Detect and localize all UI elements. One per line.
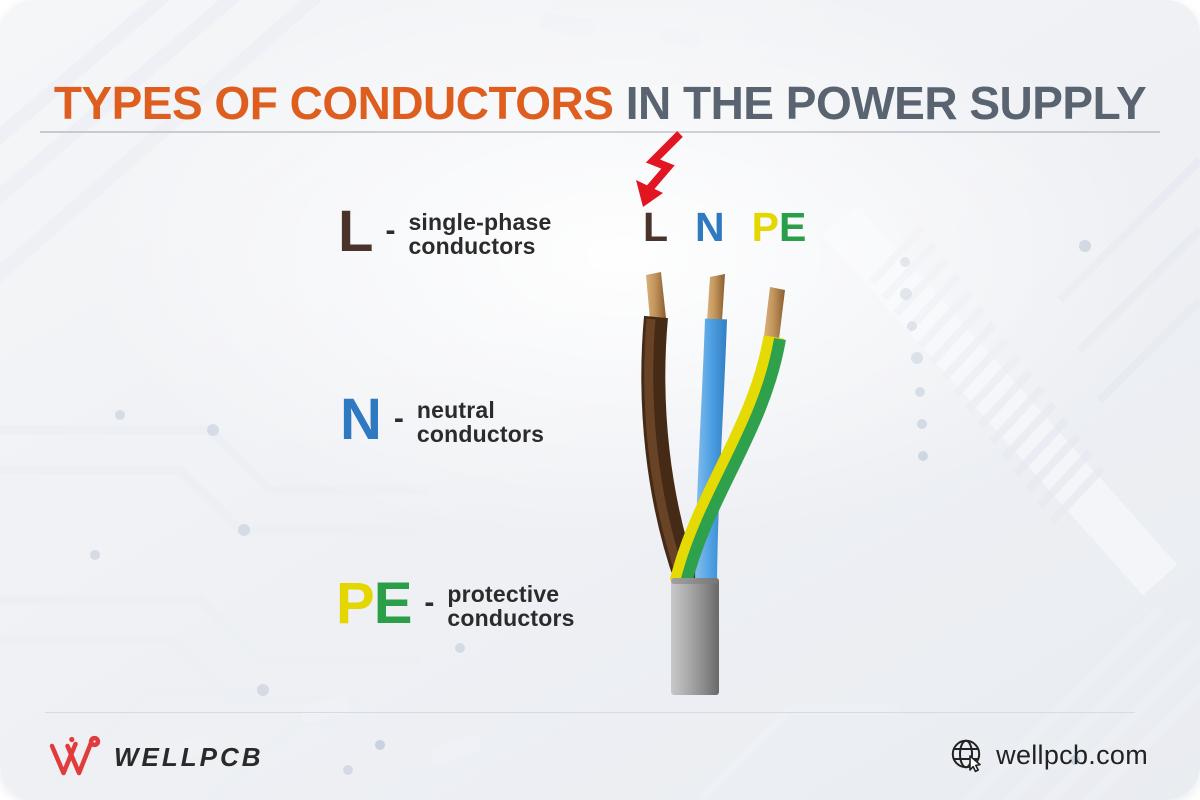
legend-desc-n-line2: conductors [416,421,545,448]
website-block: wellpcb.com [949,737,1148,773]
legend-item-n: N - neutral conductors [340,387,544,452]
website-link[interactable]: wellpcb.com [996,739,1148,770]
legend-dash: - [424,586,435,619]
page-title-rest: IN THE POWER SUPPLY [613,77,1147,129]
title-underline [40,131,1160,133]
brand-logo: WELLPCB [46,733,264,781]
wire-blue-n [695,274,727,583]
cable-sheath [671,578,719,695]
wire-brown-l [641,272,699,586]
legend-symbol-e: E [373,571,413,636]
cable-illustration [641,272,786,695]
legend-desc-n: neutral conductors [417,398,544,447]
legend-dash: - [393,402,404,435]
legend-desc-pe-line1: protective [447,581,560,607]
wire-label-n: N [695,204,725,250]
wire-labels: L N PE [643,207,806,248]
legend-desc-l-line2: conductors [408,233,536,260]
wire-label-pe: PE [752,207,807,248]
legend-desc-n-line1: neutral [416,397,495,423]
legend-desc-pe: protective conductors [447,582,574,631]
wire-label-l: L [643,204,669,250]
wellpcb-w-mark-icon [49,735,101,776]
legend-desc-l-line1: single-phase [408,209,552,235]
legend-symbol-l: L [338,199,373,264]
legend-desc-pe-line2: conductors [447,605,575,632]
wire-label-p: P [751,204,780,250]
lightning-arrow-icon [636,131,683,207]
wire-green-yellow-pe [669,287,786,585]
page-title: TYPES OF CONDUCTORS IN THE POWER SUPPLY [0,76,1200,130]
legend-item-pe: PE - protective conductors [336,575,575,633]
legend-item-l: L - single-phase conductors [338,199,551,264]
wire-label-e: E [779,204,807,250]
legend-symbol-n: N [340,387,382,452]
legend-dash: - [385,214,396,247]
globe-cursor-icon [951,739,981,773]
legend-symbol-p: P [336,571,375,636]
footer-divider [45,712,1135,713]
brand-name: WELLPCB [114,741,264,772]
legend-desc-l: single-phase conductors [408,210,551,259]
legend-symbol-pe: PE [336,575,412,633]
page-title-highlight: TYPES OF CONDUCTORS [53,77,614,129]
